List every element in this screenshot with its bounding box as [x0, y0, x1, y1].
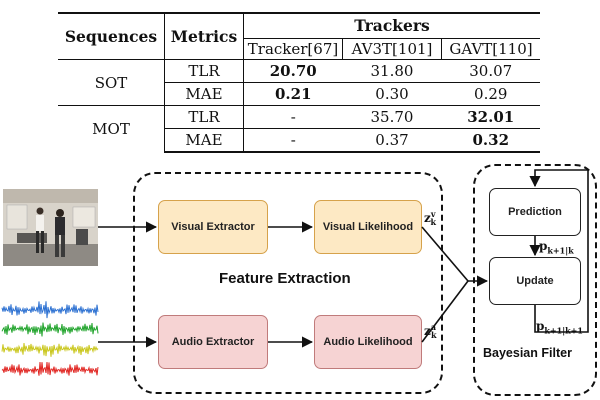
audio-extractor-node: Audio Extractor — [158, 315, 268, 369]
table-cell: 0.37 — [342, 128, 442, 153]
table-cell: 35.70 — [342, 105, 442, 129]
table-cell: 31.80 — [342, 59, 442, 83]
arrows-layer — [98, 169, 589, 348]
group-label-mot: MOT — [58, 105, 165, 152]
table-cell: 0.21 — [243, 82, 343, 106]
header-trackers: Trackers — [243, 12, 540, 39]
audio-waveform — [1, 322, 99, 337]
metric-label: MAE — [164, 82, 244, 106]
header-tracker-2: GAVT[110] — [441, 38, 540, 60]
header-tracker-0: Tracker[67] — [243, 38, 343, 60]
table-cell: 30.07 — [441, 59, 540, 83]
group-label-sot: SOT — [58, 59, 165, 106]
metric-label: MAE — [164, 128, 244, 153]
feature-extraction-group — [133, 172, 443, 394]
audio-waveform — [1, 361, 99, 376]
arrow-visual-likelihood-to-update — [421, 226, 469, 282]
metric-label: TLR — [164, 59, 244, 83]
table-cell: 0.30 — [342, 82, 442, 106]
update-node: Update — [489, 257, 581, 305]
arrow-audio-likelihood-to-update — [421, 280, 469, 343]
feature-extraction-label: Feature Extraction — [219, 270, 351, 287]
audio-likelihood-node: Audio Likelihood — [314, 315, 422, 369]
p-updated-label: pk+1|k+1 — [536, 319, 583, 336]
results-table: Sequences Metrics Trackers Tracker[67] A… — [58, 12, 540, 153]
header-metrics: Metrics — [164, 12, 244, 60]
metric-label: TLR — [164, 105, 244, 129]
header-tracker-1: AV3T[101] — [342, 38, 442, 60]
audio-waveform — [1, 301, 99, 319]
arrow-update-feedback-to-prediction — [529, 169, 589, 333]
p-predicted-label: pk+1|k — [539, 239, 574, 256]
pipeline-diagram: Visual Extractor Visual Likelihood Audio… — [0, 160, 600, 400]
table-cell: 32.01 — [441, 105, 540, 129]
z-visual-label: zvk — [424, 209, 437, 228]
table-cell: 20.70 — [243, 59, 343, 83]
table-cell: 0.29 — [441, 82, 540, 106]
table-cell: 0.32 — [441, 128, 540, 153]
visual-extractor-node: Visual Extractor — [158, 200, 268, 254]
visual-likelihood-node: Visual Likelihood — [314, 200, 422, 254]
audio-waveform — [1, 343, 99, 357]
table-cell: - — [243, 128, 343, 153]
bayesian-filter-group — [473, 164, 597, 396]
bayesian-filter-label: Bayesian Filter — [483, 346, 572, 360]
table-cell: - — [243, 105, 343, 129]
header-sequences: Sequences — [58, 12, 165, 60]
prediction-node: Prediction — [489, 188, 581, 236]
video-frame-image — [3, 189, 98, 266]
audio-waveforms-image — [1, 301, 99, 376]
